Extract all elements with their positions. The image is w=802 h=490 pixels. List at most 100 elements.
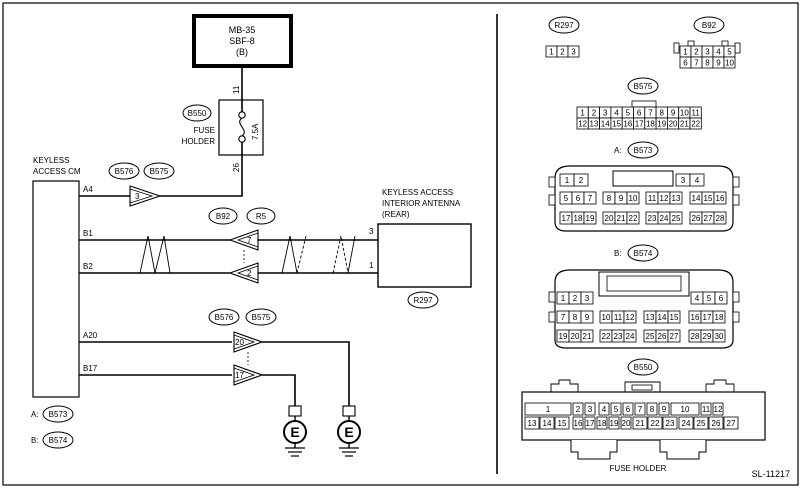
b573-pin-28: 28	[713, 211, 727, 225]
svg-text:19: 19	[559, 332, 568, 341]
b575-pin-15: 15	[610, 117, 623, 130]
svg-text:2: 2	[573, 294, 578, 303]
svg-text:7: 7	[694, 59, 699, 68]
svg-text:13: 13	[672, 194, 681, 203]
svg-text:17: 17	[703, 313, 712, 322]
b574-pin-28: 28	[688, 329, 702, 343]
diagram-id: SL-11217	[752, 469, 790, 479]
b550-pin-11: 11	[700, 402, 712, 416]
svg-text:17: 17	[235, 371, 244, 380]
svg-text:20: 20	[622, 419, 631, 428]
svg-text:27: 27	[670, 332, 679, 341]
b575-name: B575	[634, 82, 653, 91]
b92-pin-3: 3	[701, 45, 714, 58]
svg-text:15: 15	[558, 419, 567, 428]
b574-pin-26: 26	[655, 329, 669, 343]
wire-fuse-a4	[160, 155, 243, 197]
b573-pin-11: 11	[645, 191, 659, 205]
b92-pin-1: 1	[679, 45, 692, 58]
b574-pin-2: 2	[568, 291, 582, 305]
b575-pin-17: 17	[633, 117, 646, 130]
svg-text:19: 19	[657, 120, 666, 129]
svg-text:26: 26	[692, 214, 701, 223]
svg-text:17: 17	[562, 214, 571, 223]
svg-text:24: 24	[660, 214, 669, 223]
connector-oval-r5	[246, 207, 276, 225]
svg-text:19: 19	[610, 419, 619, 428]
antenna-pin-bottom: 1	[369, 261, 374, 270]
b575-pin-13: 13	[587, 117, 600, 130]
b575-pin-14: 14	[599, 117, 612, 130]
svg-text:13: 13	[589, 120, 598, 129]
svg-text:4: 4	[695, 294, 700, 303]
svg-text:21: 21	[680, 120, 689, 129]
b92-pin-5: 5	[723, 45, 736, 58]
cm-pin-b17: B17	[83, 364, 98, 373]
svg-text:20: 20	[669, 120, 678, 129]
svg-text:22: 22	[629, 214, 638, 223]
b550-pin-13: 13	[524, 416, 540, 430]
b92-pin-8: 8	[701, 56, 714, 69]
svg-text:27: 27	[704, 214, 713, 223]
svg-text:30: 30	[715, 332, 724, 341]
svg-text:10: 10	[629, 194, 638, 203]
svg-text:25: 25	[672, 214, 681, 223]
b574-pin-1: 1	[556, 291, 570, 305]
keyless-access-cm	[32, 180, 80, 398]
b573-pin-24: 24	[657, 211, 671, 225]
svg-text:7: 7	[648, 109, 653, 118]
b550-pin-5: 5	[610, 402, 622, 416]
svg-text:9: 9	[662, 405, 667, 414]
b574-pin-24: 24	[623, 329, 637, 343]
b575-pin-22: 22	[689, 117, 702, 130]
b550-pin-24: 24	[678, 416, 694, 430]
svg-text:7: 7	[247, 236, 252, 245]
b575-pin-6: 6	[633, 106, 646, 119]
antenna-pin-top: 3	[369, 227, 374, 236]
b574-oval	[627, 244, 659, 262]
svg-text:26: 26	[712, 419, 721, 428]
svg-text:2: 2	[247, 269, 252, 278]
b574-pin-8: 8	[568, 310, 582, 324]
svg-text:5: 5	[564, 194, 569, 203]
b574-pin-10: 10	[599, 310, 613, 324]
connector-b575-top: B575	[150, 167, 169, 176]
svg-text:23: 23	[648, 214, 657, 223]
terminal-2: 2	[228, 262, 259, 284]
b574-prefix: B:	[614, 249, 622, 258]
b574-pin-6: 6	[714, 291, 728, 305]
b573-prefix: A:	[614, 146, 622, 155]
connector-b575-low: B575	[252, 313, 271, 322]
b550-pin-18: 18	[596, 416, 608, 430]
connector-oval-b576-top	[108, 162, 140, 180]
b550-pin-12: 12	[712, 402, 724, 416]
b575-pin-1: 1	[576, 106, 589, 119]
connector-b576-low: B576	[215, 313, 234, 322]
svg-text:3: 3	[135, 192, 140, 201]
b574-pin-14: 14	[655, 310, 669, 324]
svg-text:4: 4	[602, 405, 607, 414]
b574-pin-5: 5	[702, 291, 716, 305]
svg-text:23: 23	[666, 419, 675, 428]
svg-text:15: 15	[670, 313, 679, 322]
twist-left	[139, 235, 171, 274]
b575-pin-7: 7	[644, 106, 657, 119]
sbf-line1: MB-35	[229, 25, 256, 35]
svg-text:12: 12	[714, 405, 723, 414]
b573-pin-15: 15	[701, 191, 715, 205]
twist-right-4	[347, 235, 356, 274]
connector-b92-mid: B92	[216, 212, 231, 221]
cm-pin-b2: B2	[83, 262, 93, 271]
b550-pin-1: 1	[524, 402, 572, 416]
b575-pin-19: 19	[655, 117, 668, 130]
svg-text:18: 18	[715, 313, 724, 322]
b573-pin-7: 7	[583, 191, 597, 205]
cm-pin-a20: A20	[83, 331, 98, 340]
fuse-holder: 7.5A	[218, 99, 264, 156]
svg-text:5: 5	[707, 294, 712, 303]
svg-text:28: 28	[691, 332, 700, 341]
fuse-label-line2: HOLDER	[182, 137, 216, 146]
